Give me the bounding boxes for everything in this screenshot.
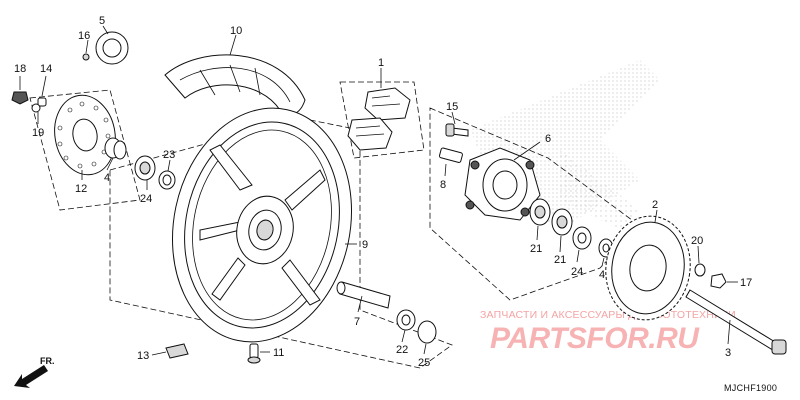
bearing-part-21a <box>529 198 551 226</box>
washer-part-20 <box>694 263 706 277</box>
callout-4-right: 4 <box>599 269 605 281</box>
callout-17: 17 <box>740 277 752 289</box>
callout-3: 3 <box>725 347 731 359</box>
bolt-part-15 <box>445 123 469 137</box>
stud-part-8 <box>438 147 463 163</box>
damper-part-1 <box>347 87 411 151</box>
callout-15: 15 <box>446 101 458 113</box>
callout-23: 23 <box>163 149 175 161</box>
callout-4-left: 4 <box>104 172 110 184</box>
callout-2: 2 <box>652 199 658 211</box>
callout-20: 20 <box>691 235 703 247</box>
sensor-ring-part-5 <box>82 31 129 65</box>
tire-part-10 <box>164 54 306 115</box>
front-direction-label: FR. <box>40 356 55 366</box>
callout-21a: 21 <box>530 243 542 255</box>
bearing-part-21b <box>551 208 573 236</box>
collar-part-7 <box>336 281 391 309</box>
callout-24-left: 24 <box>140 193 152 205</box>
collar-part-4-left <box>104 137 127 160</box>
callout-1: 1 <box>378 57 384 69</box>
callout-19: 19 <box>32 127 44 139</box>
diagram-code: MJCHF1900 <box>724 383 777 393</box>
callout-6: 6 <box>545 133 551 145</box>
callout-10: 10 <box>230 25 242 37</box>
callout-16: 16 <box>78 30 90 42</box>
callout-8: 8 <box>440 179 446 191</box>
fasteners-left <box>11 91 47 113</box>
callout-25: 25 <box>418 357 430 369</box>
callout-5: 5 <box>99 15 105 27</box>
callout-14: 14 <box>40 63 52 75</box>
callout-13: 13 <box>137 350 149 362</box>
bearing-part-24-left <box>134 155 156 181</box>
leader-lines <box>19 25 738 356</box>
watermark-line1: ЗАПЧАСТИ И АКСЕССУАРЫ ДЛЯ МОТОТЕХНИКИ <box>480 309 736 321</box>
callout-9: 9 <box>362 239 368 251</box>
front-direction-arrow: FR. <box>14 356 55 388</box>
callout-7: 7 <box>354 316 360 328</box>
axle-part-3 <box>685 289 787 355</box>
callout-24-right: 24 <box>571 266 583 278</box>
callout-12: 12 <box>75 183 87 195</box>
watermark-line2: PARTSFOR.RU <box>490 322 700 355</box>
valve-part-11 <box>247 343 261 364</box>
bearing-part-24-right <box>572 226 592 250</box>
watermark: ЗАПЧАСТИ И АКСЕССУАРЫ ДЛЯ МОТОТЕХНИКИ PA… <box>480 309 736 355</box>
callout-22: 22 <box>396 344 408 356</box>
nut-part-17 <box>710 273 727 289</box>
brake-disc-part-12 <box>54 94 116 176</box>
callout-21b: 21 <box>554 254 566 266</box>
seal-part-22 <box>396 309 416 331</box>
sprocket-part-2 <box>605 215 691 321</box>
hub-flange-part-6 <box>464 147 541 221</box>
callouts: 5 16 10 18 14 19 12 4 24 23 1 15 8 6 9 7… <box>14 15 752 369</box>
callout-18: 18 <box>14 63 26 75</box>
o-ring-part-25 <box>417 320 437 344</box>
wheel-part-9 <box>171 107 353 343</box>
balance-weight-part-13 <box>165 343 189 359</box>
seal-part-23 <box>158 170 176 190</box>
callout-11: 11 <box>273 347 284 359</box>
